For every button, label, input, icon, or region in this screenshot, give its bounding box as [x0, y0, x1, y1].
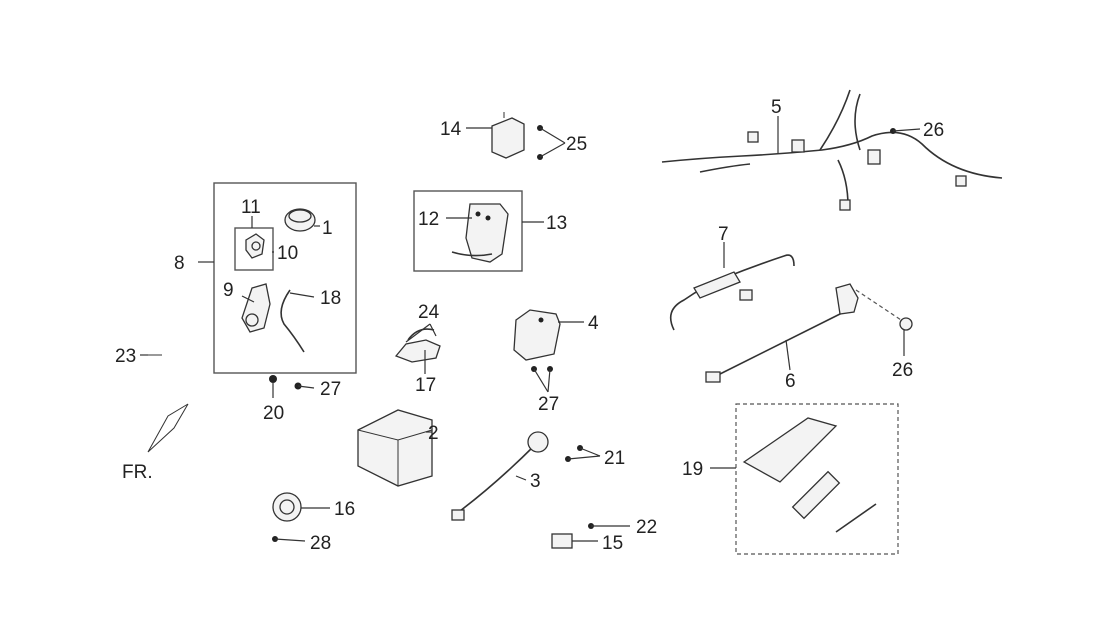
part-5-wire-harness	[661, 89, 1003, 211]
label-16: 16	[334, 499, 355, 520]
label-25: 25	[566, 134, 587, 155]
label-15: 15	[602, 533, 623, 554]
part-15-clip	[551, 533, 573, 549]
part-19-tool-kit	[742, 417, 877, 533]
label-26-top: 26	[923, 120, 944, 141]
label-1: 1	[322, 218, 333, 239]
part-6-bracket	[705, 283, 859, 383]
label-5: 5	[771, 97, 782, 118]
group-box-10-11	[234, 227, 274, 271]
part-14-relay	[491, 112, 525, 159]
label-13: 13	[546, 213, 567, 234]
label-18: 18	[320, 288, 341, 309]
part-18-wire	[280, 289, 305, 353]
label-6: 6	[785, 371, 796, 392]
label-10: 10	[277, 243, 298, 264]
part-20-nut	[269, 375, 277, 383]
label-4: 4	[588, 313, 599, 334]
label-19: 19	[682, 459, 703, 480]
label-23: 23	[115, 346, 136, 367]
front-label: FR.	[122, 462, 153, 483]
bolt-guide-26	[855, 289, 905, 323]
label-14: 14	[440, 119, 462, 140]
label-22: 22	[636, 517, 657, 538]
front-direction-arrow	[147, 403, 189, 453]
label-20: 20	[263, 403, 284, 424]
part-10-lock	[245, 233, 265, 259]
label-8: 8	[174, 253, 185, 274]
part-16-horn	[272, 492, 302, 522]
label-26-bottom: 26	[892, 360, 913, 381]
label-28: 28	[310, 533, 331, 554]
part-7-cable	[669, 254, 795, 331]
label-7: 7	[718, 224, 729, 245]
label-21: 21	[604, 448, 625, 469]
label-27-right: 27	[538, 394, 559, 415]
group-box-8	[213, 182, 357, 374]
part-4-cdi-unit	[513, 309, 561, 361]
label-27-left: 27	[320, 379, 341, 400]
part-12-relay-bracket	[451, 203, 509, 263]
part-26-bolt	[899, 317, 913, 331]
part-9-ignition-switch	[241, 283, 271, 333]
part-3-sensor-wire	[451, 431, 549, 521]
label-11: 11	[241, 197, 261, 218]
label-12: 12	[418, 209, 439, 230]
part-2-battery	[357, 409, 433, 487]
label-3: 3	[530, 471, 541, 492]
label-17: 17	[415, 375, 436, 396]
part-17-sensor	[394, 328, 441, 363]
part-1-key-cap	[284, 208, 316, 232]
group-box-19	[735, 403, 899, 555]
label-9: 9	[223, 280, 234, 301]
group-box-13	[413, 190, 523, 272]
label-2: 2	[428, 423, 439, 444]
label-24: 24	[418, 302, 440, 323]
